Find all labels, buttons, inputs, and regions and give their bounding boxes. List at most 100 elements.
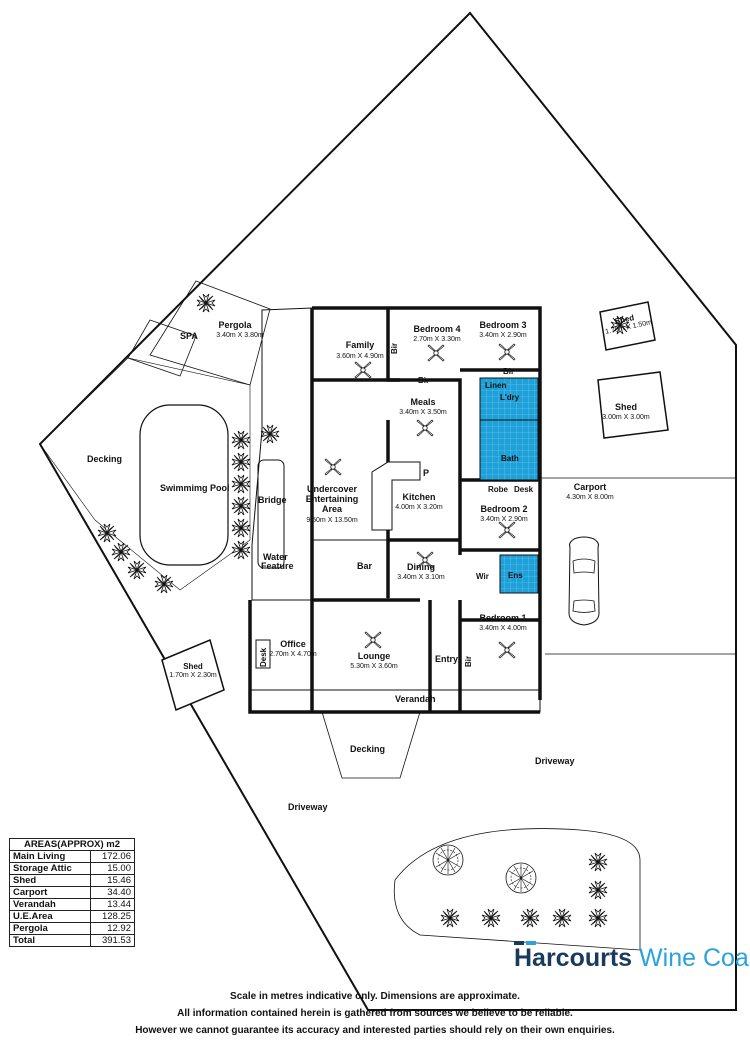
ensuite-tiles <box>499 554 539 594</box>
bedroom2-label: Bedroom 2 <box>480 504 527 514</box>
wir-label: Wir <box>476 572 489 581</box>
family-label: Family <box>346 340 375 350</box>
bedroom3-label: Bedroom 3 <box>479 320 526 330</box>
carport-dims: 4.30m X 8.00m <box>566 494 614 501</box>
laundry-label: L'dry <box>500 393 520 402</box>
water-label-1: Water <box>263 552 288 562</box>
shed-left-label: Shed <box>183 662 203 671</box>
plant-icon <box>231 540 251 560</box>
water-label-2: Feature <box>261 561 294 571</box>
area-name: Shed <box>9 874 91 887</box>
shed-main-outline <box>597 371 669 439</box>
verandah-label: Verandah <box>395 694 436 704</box>
area-value: 128.25 <box>89 910 136 923</box>
plant-icon <box>260 424 280 444</box>
dining-dims: 3.40m X 3.10m <box>397 574 445 581</box>
desk-bed2-label: Desk <box>514 485 534 494</box>
office-desk <box>255 639 271 669</box>
brand-name: Harcourts <box>514 944 633 972</box>
bath-label: Bath <box>501 454 519 463</box>
spa-label: SPA <box>180 331 198 341</box>
bedroom2-dims: 3.40m X 2.90m <box>480 516 528 523</box>
ceiling-fan-icon <box>416 419 434 437</box>
kitchen-dims: 4.00m X 3.20m <box>395 504 443 511</box>
plant-icon <box>481 908 501 928</box>
entertaining-label-3: Area <box>322 504 343 514</box>
plant-icon <box>231 452 251 472</box>
pergola-label: Pergola <box>218 320 252 330</box>
family-dims: 3.60m X 4.90m <box>336 353 384 360</box>
bedroom3-dims: 3.40m X 2.90m <box>479 332 527 339</box>
area-name: Total <box>9 934 91 947</box>
shed-top-label: Shed <box>614 313 635 326</box>
area-name: Storage Attic <box>9 862 91 875</box>
plant-icon <box>97 523 117 543</box>
driveway-left-label: Driveway <box>288 802 328 812</box>
bridge-label: Bridge <box>258 495 287 505</box>
bir-bed4-label: Bir <box>418 376 429 385</box>
shed-left-dims: 1.70m X 2.30m <box>169 672 217 679</box>
logo-bars-icon <box>514 941 536 945</box>
bath-tiles <box>479 419 539 481</box>
entry-label: Entry <box>435 654 458 664</box>
area-name: Main Living <box>9 850 91 863</box>
brand-suffix: Wine Coast <box>639 944 750 972</box>
disclaimer: Scale in metres indicative only. Dimensi… <box>0 988 750 1039</box>
lounge-label: Lounge <box>358 651 391 661</box>
decking-left-label: Decking <box>87 454 122 464</box>
office-label: Office <box>280 639 306 649</box>
water-feature-channel <box>257 459 285 569</box>
plant-icon <box>520 908 540 928</box>
area-value: 13.44 <box>89 898 136 911</box>
bedroom4-dims: 2.70m X 3.30m <box>413 336 461 343</box>
shed-left-outline <box>161 638 225 712</box>
car <box>568 536 600 626</box>
area-name: Pergola <box>9 922 91 935</box>
spa-outline <box>127 319 197 377</box>
plant-icon <box>127 560 147 580</box>
area-value: 12.92 <box>89 922 136 935</box>
bar-label: Bar <box>357 561 373 571</box>
property-boundary <box>38 11 737 1011</box>
bedroom1-dims: 3.40m X 4.00m <box>479 625 527 632</box>
area-value: 15.46 <box>89 874 136 887</box>
ceiling-fan-icon <box>364 631 382 649</box>
plant-icon <box>552 908 572 928</box>
area-value: 172.06 <box>89 850 136 863</box>
ceiling-fan-icon <box>498 641 516 659</box>
bedroom4-label: Bedroom 4 <box>413 324 460 334</box>
decking-front-label: Decking <box>350 744 385 754</box>
shed-main-dims: 3.00m X 3.00m <box>602 414 650 421</box>
office-dims: 2.70m X 4.70m <box>269 651 317 658</box>
plant-icon <box>588 880 608 900</box>
plant-icon <box>588 852 608 872</box>
plant-icon <box>231 430 251 450</box>
carport-label: Carport <box>574 482 607 492</box>
pergola-dims: 3.40m X 3.80m <box>216 332 264 339</box>
plant-icon <box>231 496 251 516</box>
swimming-pool <box>139 404 229 566</box>
bir-family-label: Bir <box>390 343 399 354</box>
entertaining-label-1: Undercover <box>307 484 358 494</box>
plant-icon <box>231 474 251 494</box>
kitchen-bench <box>371 461 421 531</box>
ceiling-fan-icon <box>498 521 516 539</box>
tree-icon <box>505 862 537 894</box>
meals-label: Meals <box>410 397 435 407</box>
areas-header: AREAS(APPROX) m2 <box>9 838 135 851</box>
shed-main-label: Shed <box>615 402 637 412</box>
ceiling-fan-icon <box>354 361 372 379</box>
plant-icon <box>111 542 131 562</box>
area-name: Verandah <box>9 898 91 911</box>
front-decking <box>321 711 421 779</box>
plant-icon <box>154 574 174 594</box>
plant-icon <box>231 518 251 538</box>
